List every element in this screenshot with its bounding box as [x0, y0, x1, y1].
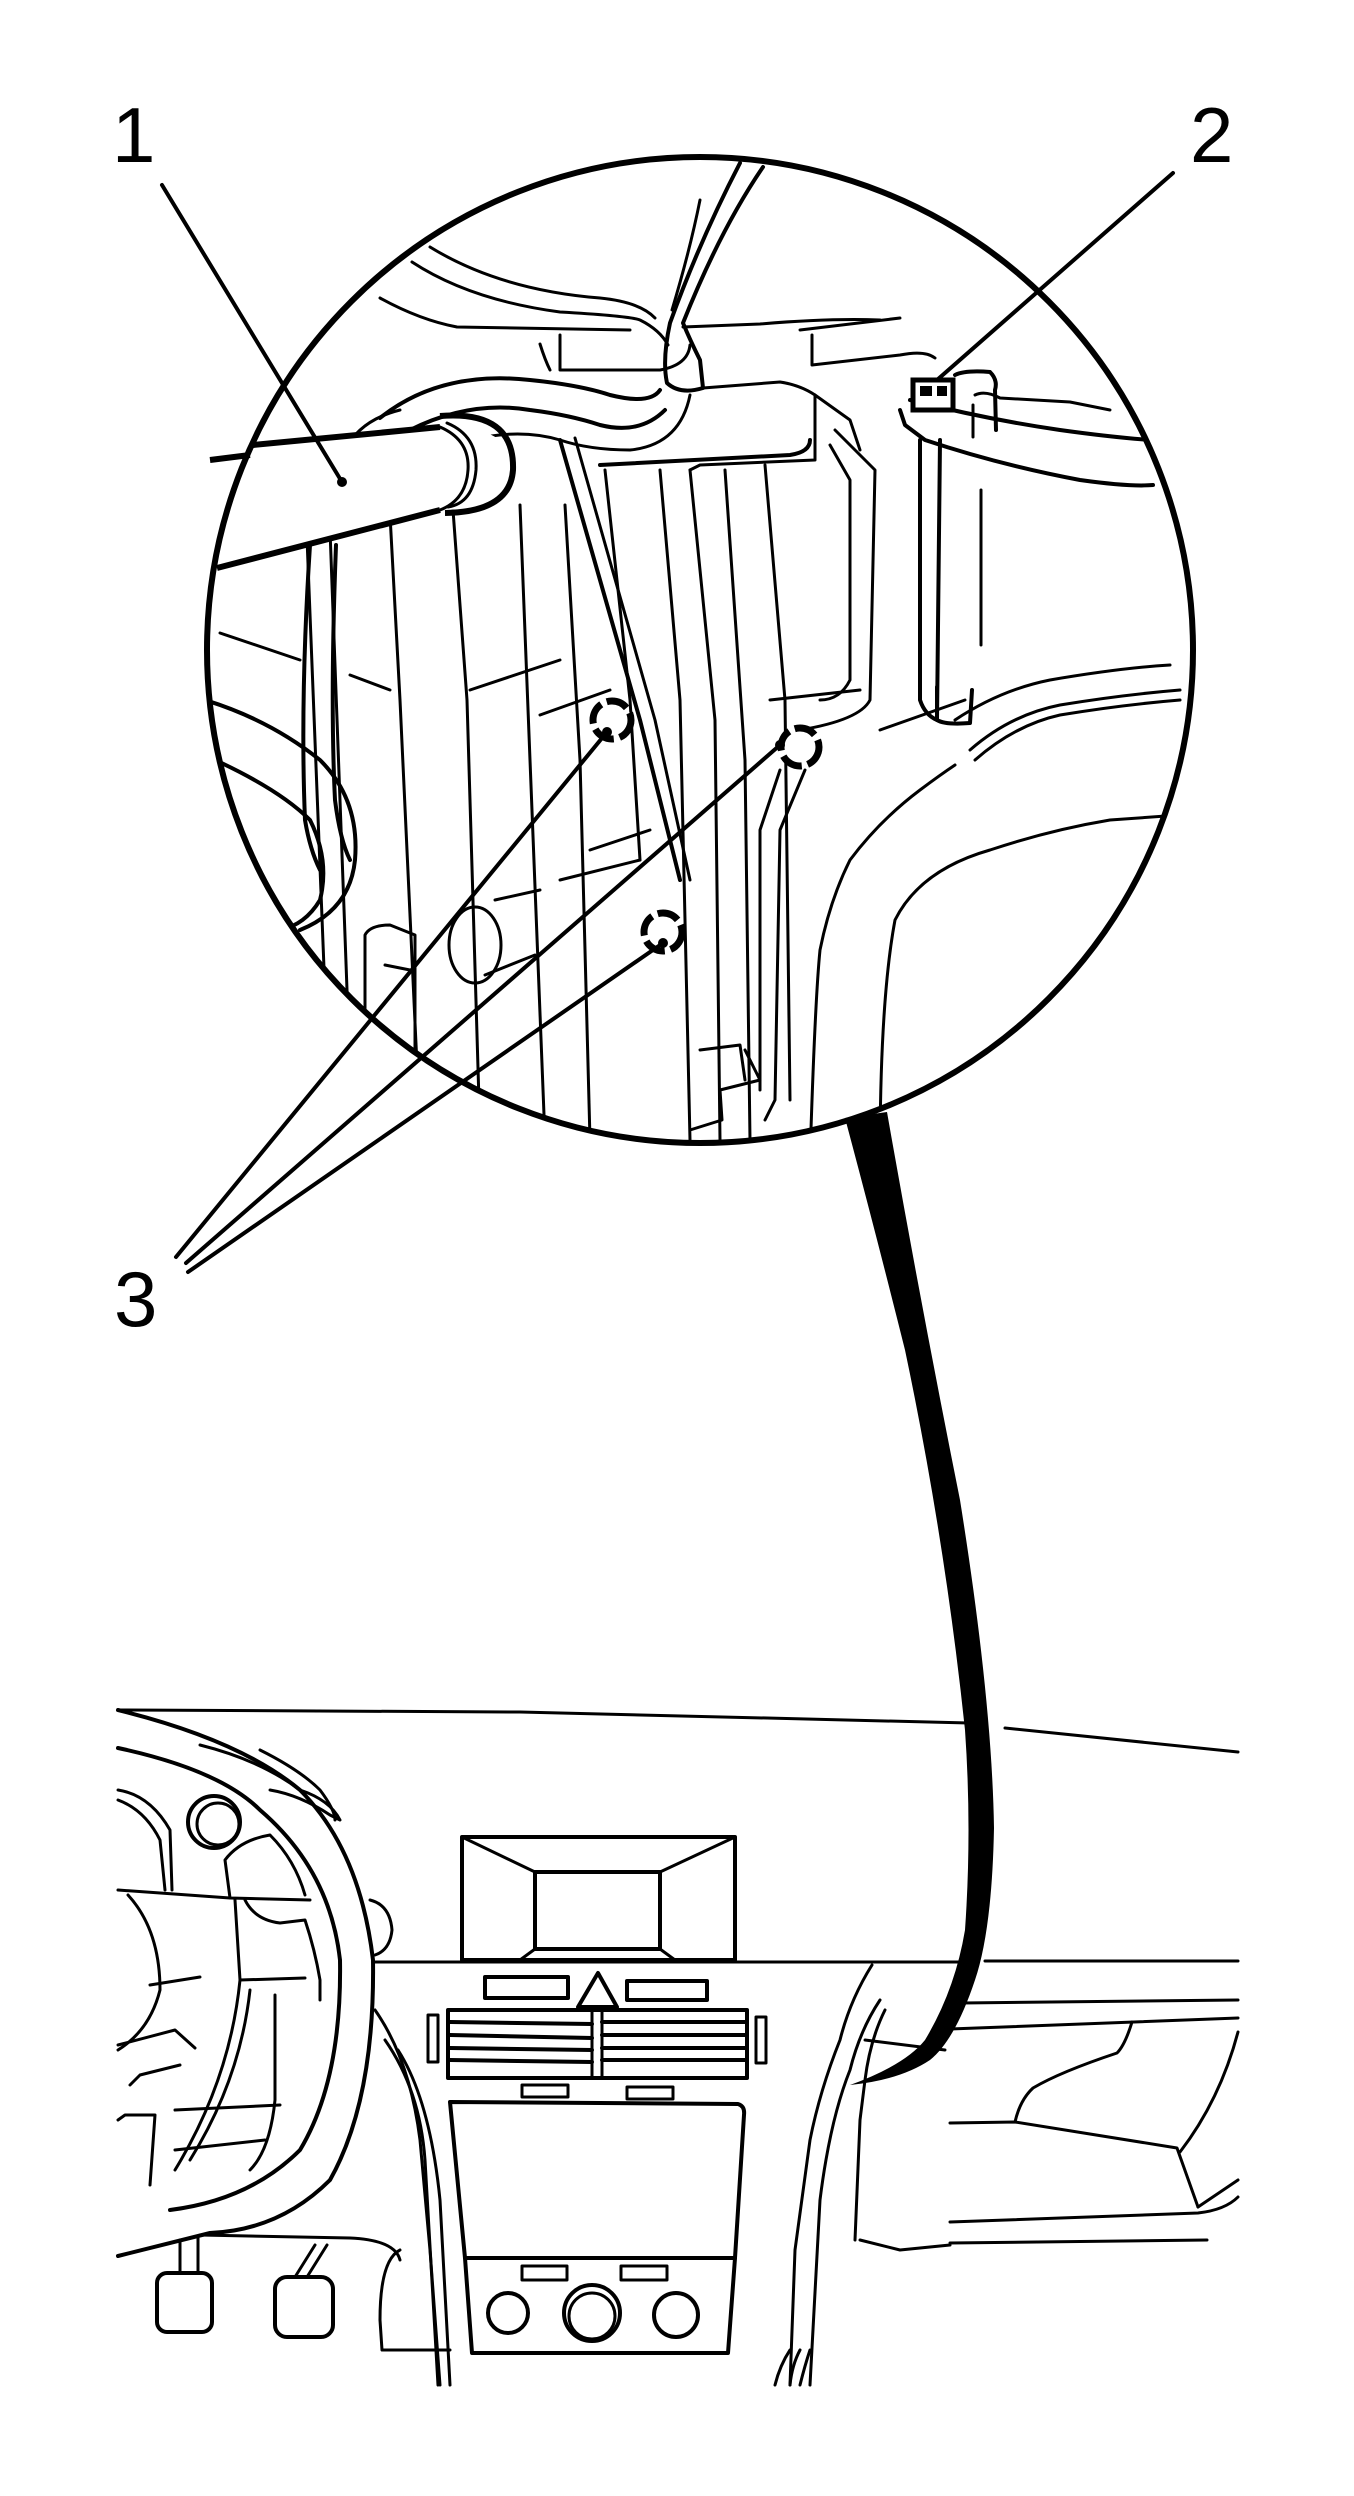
- screw-icon: [640, 909, 686, 955]
- callout-leaders: [160, 171, 1175, 1274]
- callout-label-1: 1: [112, 91, 156, 179]
- center-air-vent: [426, 2008, 768, 2080]
- hazard-switch-row: [483, 1971, 709, 2009]
- screws: [589, 697, 823, 955]
- detail-view: [204, 154, 1196, 1146]
- dashboard-overview: [116, 1708, 1240, 2387]
- steering-wheel: [116, 1708, 394, 2258]
- climate-control-panel: [463, 2256, 737, 2355]
- screw-icon: [589, 697, 635, 743]
- zoom-connector: [845, 1112, 994, 2085]
- detail-circle: [204, 154, 1196, 1146]
- callout-label-3: 3: [114, 1255, 158, 1343]
- callout-label-2: 2: [1190, 91, 1234, 179]
- screw-icon: [775, 724, 823, 770]
- knob-icon: [486, 2291, 530, 2335]
- center-display: [460, 1835, 737, 1962]
- knob-icon: [652, 2291, 700, 2339]
- knob-icon: [562, 2283, 622, 2343]
- pipe: [209, 412, 517, 571]
- hazard-triangle-icon: [576, 1971, 619, 2009]
- pedals: [155, 2233, 402, 2339]
- radio-panel: [448, 2100, 747, 2260]
